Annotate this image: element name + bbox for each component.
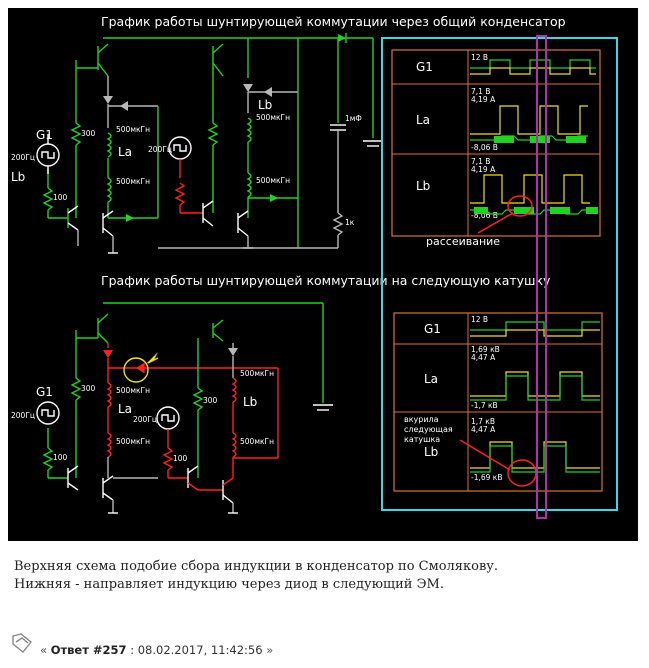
circuit-figure: График работы шунтирующей коммутации чер…	[8, 8, 638, 541]
bottom-la-label: La	[118, 402, 132, 416]
top-g1-value: 12 В	[471, 53, 488, 62]
bottom-circuit-labels: G1 200Гц La Lb 300 100 500мкГн 500мкГн 2…	[11, 369, 274, 463]
top-r1-label: 1к	[345, 218, 355, 227]
cursor-band	[536, 35, 547, 519]
bottom-freq-label: 200Гц	[11, 411, 35, 420]
bottom-la-vmax: 1,69 кВ	[471, 345, 500, 354]
bottom-g1-value: 12 В	[471, 315, 488, 324]
top-lb2-label: Lb	[258, 98, 272, 112]
top-la-imax: 4,19 А	[471, 95, 496, 104]
bottom-r300b-label: 300	[203, 396, 218, 405]
bottom-title: График работы шунтирующей коммутации на …	[101, 273, 551, 288]
caption: Верхняя схема подобие сбора индукции в к…	[14, 558, 498, 594]
circuit-diagram: График работы шунтирующей коммутации чер…	[11, 14, 618, 519]
top-la-label: La	[118, 145, 132, 159]
top-circuit-labels: G1 200Гц Lb La 300 100 500мкГн 500мкГн 2…	[11, 98, 362, 227]
bottom-ind4-label: 500мкГн	[240, 437, 274, 446]
scope-group-frame	[381, 37, 618, 511]
top-lb-label: Lb	[11, 170, 25, 184]
top-g1-label: G1	[36, 128, 53, 142]
bottom-lb-imax: 4,47 А	[471, 425, 496, 434]
bottom-scope: G1 La Lb 12 В 1,69 кВ 4,47 А -1,7 кВ 1,7…	[393, 312, 603, 492]
caption-line2: Нижняя - направляет индукцию через диод …	[14, 577, 444, 592]
close-quote: »	[266, 643, 274, 657]
bottom-la-vmin: -1,7 кВ	[471, 401, 498, 410]
bottom-circuit	[36, 302, 333, 514]
top-ind1-label: 500мкГн	[116, 125, 150, 134]
next-coil-note-line3: катушка	[404, 435, 440, 444]
bottom-g1-label: G1	[36, 385, 53, 399]
top-lb-vmax: 7,1 В	[471, 157, 490, 166]
bottom-lb-vmax: 1,7 кВ	[471, 417, 495, 426]
bottom-scope-lb: Lb	[424, 445, 438, 459]
top-circuit	[36, 33, 383, 254]
top-la-vmin: -8,06 В	[471, 143, 498, 152]
top-ind4-label: 500мкГн	[256, 176, 290, 185]
top-freq2-label: 200Гц	[148, 145, 172, 154]
dissipation-note: рассеивание	[426, 235, 500, 248]
bottom-lb-vmin: -1,69 кВ	[471, 473, 502, 482]
bottom-scope-la: La	[424, 372, 438, 386]
top-freq-label: 200Гц	[11, 153, 35, 162]
next-coil-note-line1: вкурила	[404, 415, 439, 424]
top-scope: G1 La Lb 12 В 7,1 В 4,19 А -8,06 В 7,1 В…	[391, 49, 601, 248]
open-quote: «	[40, 643, 48, 657]
answer-link[interactable]: Ответ #257	[50, 643, 127, 657]
bottom-r300-label: 300	[81, 384, 96, 393]
bottom-scope-g1: G1	[424, 322, 441, 336]
top-scope-la: La	[416, 113, 430, 127]
next-coil-note-line2: следующая	[404, 425, 453, 434]
bottom-ind3-label: 500мкГн	[240, 369, 274, 378]
bottom-ind2-label: 500мкГн	[116, 437, 150, 446]
top-la-vmax: 7,1 В	[471, 87, 490, 96]
top-scope-g1: G1	[416, 60, 433, 74]
bottom-la-imax: 4,47 А	[471, 353, 496, 362]
top-ind3-label: 500мкГн	[256, 113, 290, 122]
bottom-freq2-label: 200Гц	[133, 415, 157, 424]
caption-line1: Верхняя схема подобие сбора индукции в к…	[14, 559, 499, 574]
bottom-r100b-label: 100	[173, 454, 188, 463]
top-r100-label: 100	[53, 193, 68, 202]
top-ind2-label: 500мкГн	[116, 177, 150, 186]
bottom-r100-label: 100	[53, 453, 68, 462]
post-icon	[12, 633, 32, 653]
top-title: График работы шунтирующей коммутации чер…	[101, 14, 566, 29]
top-lb-vmin: -8,06 В	[471, 211, 498, 220]
bottom-lb-label: Lb	[243, 395, 257, 409]
post-meta: « Ответ #257 : 08.02.2017, 11:42:56 »	[40, 643, 273, 657]
post-footer: « Ответ #257 : 08.02.2017, 11:42:56 »	[10, 630, 640, 660]
separator: :	[130, 643, 138, 657]
top-cap-label: 1мФ	[345, 114, 362, 123]
post-date: 08.02.2017, 11:42:56	[137, 643, 263, 657]
bottom-ind1-label: 500мкГн	[116, 386, 150, 395]
top-lb-imax: 4,19 А	[471, 165, 496, 174]
top-r300-label: 300	[81, 129, 96, 138]
top-scope-lb: Lb	[416, 179, 430, 193]
